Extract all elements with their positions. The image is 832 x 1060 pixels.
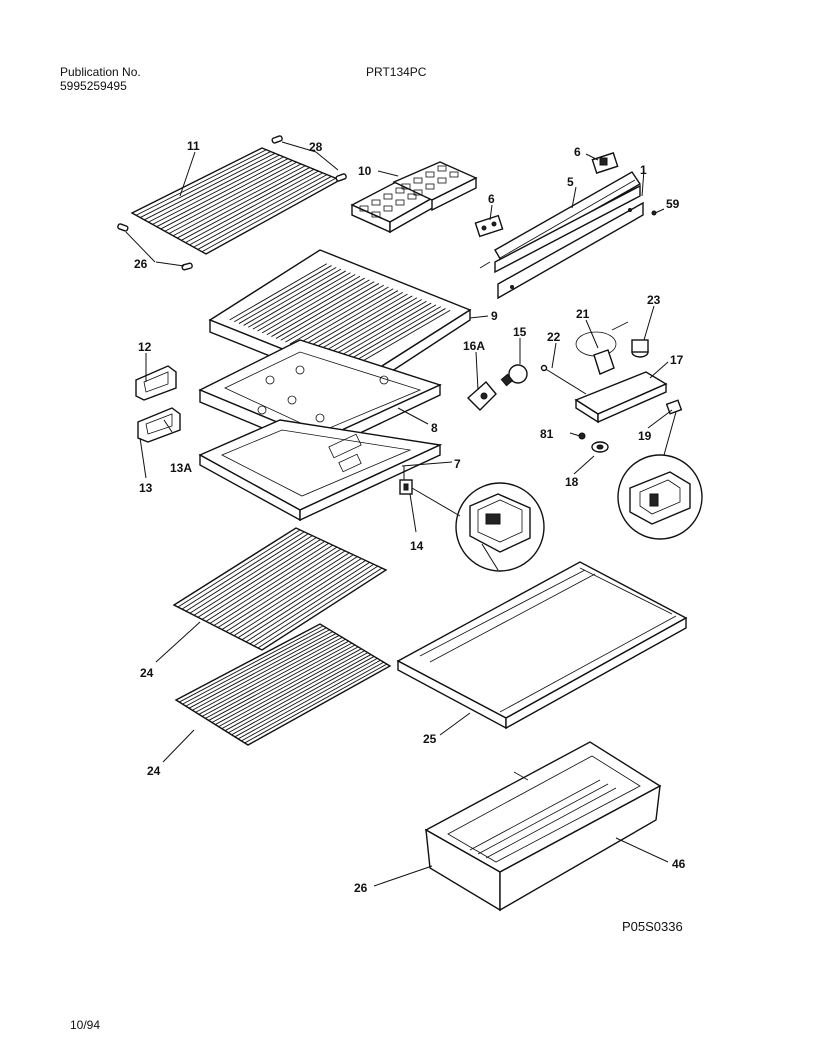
revision-date: 10/94 <box>70 1018 100 1032</box>
shelf-bracket-lower <box>137 407 181 443</box>
callout-46: 46 <box>672 857 686 871</box>
light-bulb <box>500 364 528 387</box>
leader-lines <box>125 141 677 887</box>
screw <box>651 208 665 216</box>
callout-21: 21 <box>576 307 590 321</box>
shelf-support-clips <box>117 135 347 271</box>
callout-12: 12 <box>138 340 152 354</box>
crisper-cover <box>396 561 688 730</box>
damper-rod <box>540 364 587 395</box>
callout-9: 9 <box>491 309 498 323</box>
control-knob <box>631 339 649 358</box>
callout-28: 28 <box>309 140 323 154</box>
callout-1: 1 <box>640 163 647 177</box>
light-switch-upper <box>591 152 619 174</box>
callout-13a: 13A <box>170 461 192 475</box>
grommet <box>591 441 609 453</box>
control-housing-bracket <box>574 371 668 424</box>
refrigerator-wire-shelf-upper <box>172 527 388 651</box>
model-number: PRT134PC <box>366 65 427 79</box>
callout-24-upper: 24 <box>140 666 154 680</box>
callout-16a: 16A <box>463 339 485 353</box>
shelf-bracket-upper <box>135 365 177 401</box>
callout-14: 14 <box>410 539 424 553</box>
damper-control <box>399 479 413 495</box>
light-switch-lower <box>474 214 504 238</box>
callout-26-upper: 26 <box>134 257 148 271</box>
callout-6-lower: 6 <box>488 192 495 206</box>
callout-18: 18 <box>565 475 579 489</box>
temperature-control <box>575 321 629 375</box>
light-switch-clip <box>665 399 683 415</box>
callout-8: 8 <box>431 421 438 435</box>
figure-code: P05S0336 <box>622 919 683 934</box>
callout-17: 17 <box>670 353 684 367</box>
damper-detail-inset <box>455 482 545 572</box>
callout-81: 81 <box>540 427 554 441</box>
callout-7: 7 <box>454 457 461 471</box>
crisper-drawer <box>424 741 662 912</box>
divider-tray <box>198 419 443 522</box>
callout-5: 5 <box>567 175 574 189</box>
control-housing <box>479 171 644 300</box>
callout-24-lower: 24 <box>147 764 161 778</box>
callout-13: 13 <box>139 481 153 495</box>
callout-19: 19 <box>638 429 652 443</box>
switch-detail-inset <box>617 454 703 540</box>
publication-label: Publication No. <box>60 65 141 79</box>
freezer-wire-shelf <box>130 147 342 255</box>
callout-23: 23 <box>647 293 661 307</box>
callout-11: 11 <box>187 139 200 153</box>
ice-trays <box>350 161 478 234</box>
callout-25: 25 <box>423 732 437 746</box>
callout-labels: 11 28 10 6 6 5 1 59 26 9 12 16A 15 22 21… <box>134 139 686 895</box>
callout-6-upper: 6 <box>574 145 581 159</box>
callout-26-lower: 26 <box>354 881 368 895</box>
callout-15: 15 <box>513 325 527 339</box>
callout-22: 22 <box>547 330 561 344</box>
callout-10: 10 <box>358 164 372 178</box>
refrigerator-wire-shelf-lower <box>174 623 392 746</box>
publication-number: 5995259495 <box>60 79 127 93</box>
light-socket <box>466 380 497 411</box>
callout-59: 59 <box>666 197 680 211</box>
